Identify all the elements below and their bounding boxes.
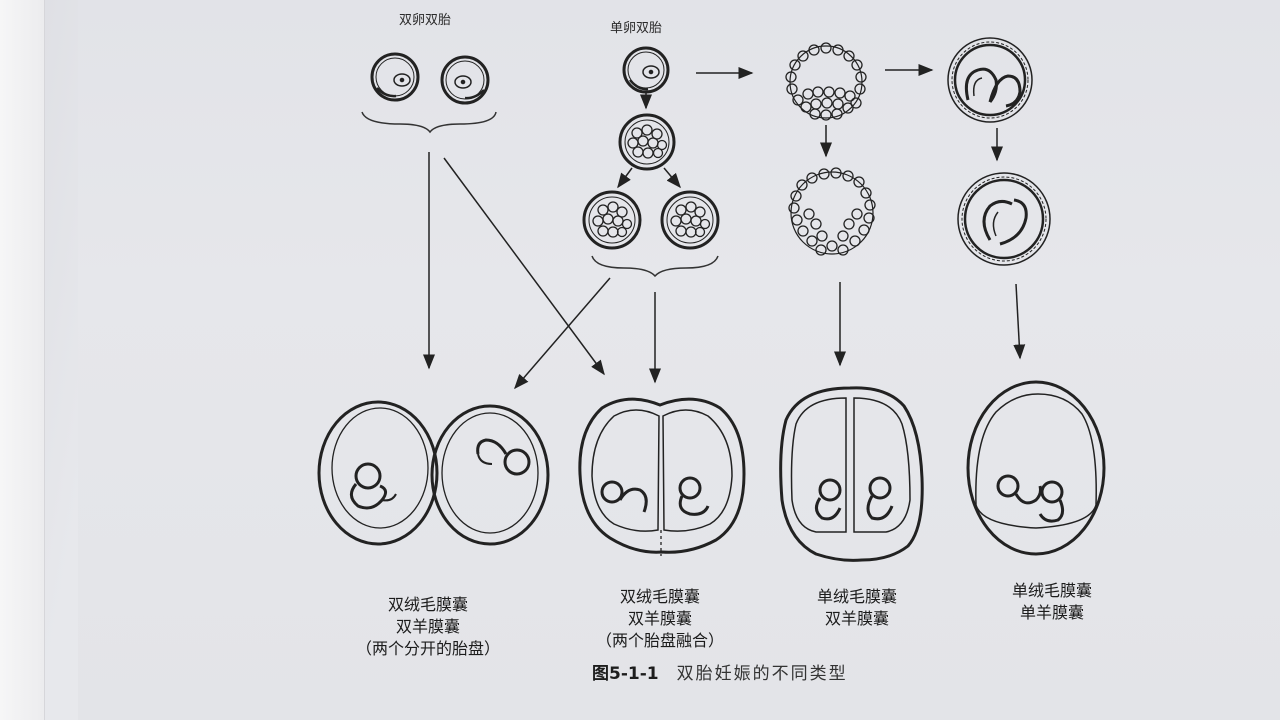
outcome-2-line2: 双羊膜囊 [627,609,693,628]
figure-title: 双胎妊娠的不同类型 [676,664,848,684]
embryo-disc-top [947,37,1033,123]
dizygotic-egg-left [370,52,420,102]
dizygotic-brace [361,111,497,134]
morula-split-left [582,190,642,250]
dizygotic-egg-right [440,55,490,105]
embryo-disc-bottom [957,172,1051,266]
outcome-2-line3: （两个胎盘融合） [595,631,725,650]
outcome-label-4: 单绒毛膜囊 单羊膜囊 [1012,580,1092,624]
outcome-1-line1: 双绒毛膜囊 [387,595,469,614]
outcome-4-line1: 单绒毛膜囊 [1011,581,1093,600]
outcome-monochorionic-diamniotic [779,386,924,562]
outcome-monochorionic-monoamniotic [966,380,1106,556]
outcome-label-3: 单绒毛膜囊 双羊膜囊 [817,586,897,630]
monozygotic-brace [591,255,719,278]
outcome-4-line2: 单羊膜囊 [1019,603,1085,622]
outcome-3-line1: 单绒毛膜囊 [816,587,898,606]
outcome-3-line2: 双羊膜囊 [824,609,890,628]
outcome-2-line1: 双绒毛膜囊 [619,587,701,606]
outcome-label-1: 双绒毛膜囊 双羊膜囊 （两个分开的胎盘） [356,594,500,660]
label-dizygotic: 双卵双胎 [399,13,452,28]
label-monozygotic: 单卵双胎 [610,21,663,36]
morula-split-right [660,190,720,250]
morula [618,113,676,171]
book-page [78,0,1280,720]
outcome-1-line3: （两个分开的胎盘） [355,639,501,658]
figure-number: 图5-1-1 [592,664,659,684]
outcome-label-2: 双绒毛膜囊 双羊膜囊 （两个胎盘融合） [596,586,724,652]
blastocyst-split [788,167,876,256]
blastocyst-top [785,42,867,121]
outcome-dichorionic-separate [317,400,550,546]
monozygotic-egg [622,46,670,94]
outcome-dichorionic-fused [578,397,746,556]
page-edge [0,0,45,720]
figure-caption: 图5-1-1 双胎妊娠的不同类型 [592,659,848,684]
outcome-1-line2: 双羊膜囊 [395,617,461,636]
